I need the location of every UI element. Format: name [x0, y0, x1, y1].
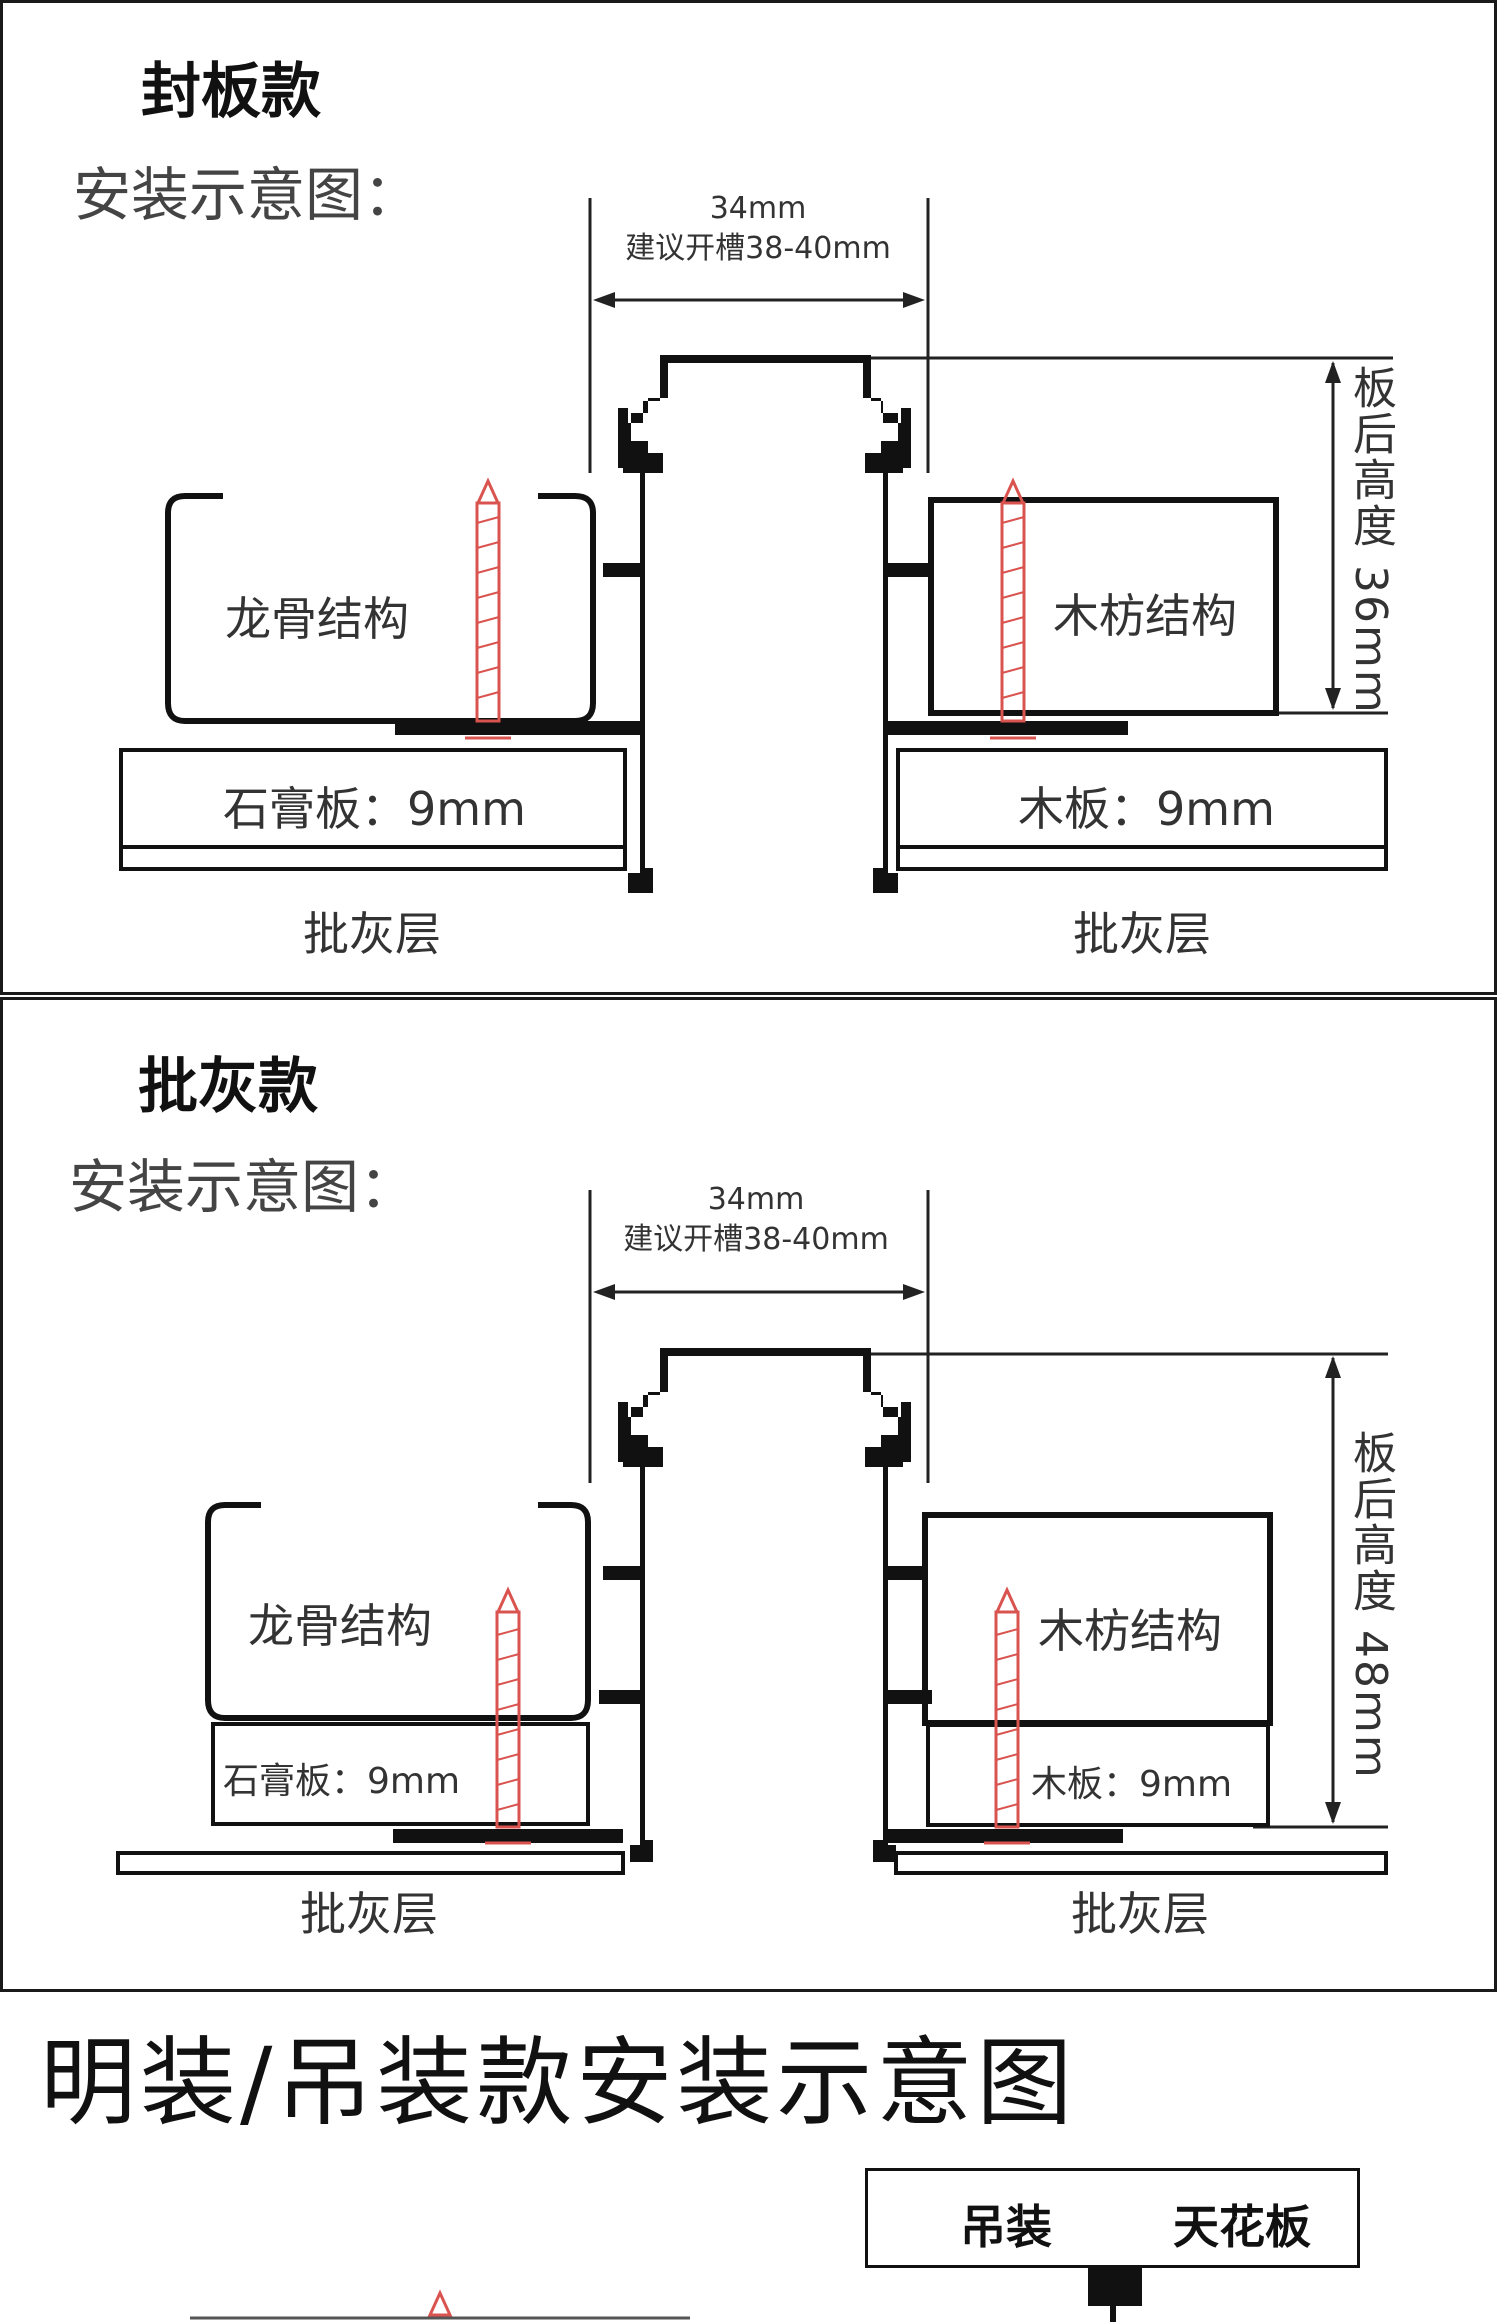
putty-label-right: 批灰层: [1073, 907, 1211, 961]
putty-label-left: 批灰层: [303, 907, 441, 961]
arrowhead-left-icon: [593, 1284, 615, 1300]
keel-structure: [165, 493, 596, 724]
arrowhead-up-icon: [1325, 361, 1341, 383]
keel-label: 龙骨结构: [248, 1599, 432, 1653]
page-title: 批灰款: [138, 1052, 318, 1122]
panel-putty: 批灰款 安装示意图： 34mm 建议开槽38-40mm 板后高度 48mm 龙骨…: [0, 997, 1497, 1992]
profile-clip-left: [618, 408, 628, 468]
panel-sealed-board: 封板款 安装示意图： 34mm 建议开槽38-40mm 板后高度 36mm 龙骨…: [0, 0, 1497, 995]
right-flange: [888, 721, 1128, 735]
page-title: 封板款: [141, 57, 321, 127]
hanger-rod: [1110, 2304, 1116, 2322]
surface-mount-title: 明装/吊装款安装示意图: [40, 2027, 1077, 2139]
dim-width-label: 34mm: [709, 191, 807, 226]
section-subtitle: 安装示意图：: [69, 1153, 418, 1221]
profile-clip-right: [901, 408, 911, 468]
left-flange: [393, 1829, 623, 1843]
wood-frame-structure: [928, 497, 1279, 716]
wood-board: [926, 1723, 1270, 1827]
wood-frame-label: 木枋结构: [1038, 1604, 1222, 1658]
arrowhead-up-icon: [1325, 1356, 1341, 1378]
putty-layer-right: [896, 845, 1388, 871]
arrowhead-right-icon: [903, 292, 925, 308]
profile-clip-left: [618, 1402, 628, 1462]
putty-layer-right: [894, 1851, 1388, 1875]
keel-label: 龙骨结构: [225, 592, 409, 646]
arrowhead-down-icon: [1325, 1802, 1341, 1824]
arrowhead-right-icon: [903, 1284, 925, 1300]
putty-label-left: 批灰层: [300, 1887, 438, 1941]
profile-tab-right: [888, 1566, 928, 1580]
gypsum-board: [119, 748, 627, 849]
putty-layer-left: [119, 845, 627, 871]
dim-height-label: 板后高度 48mm: [1345, 1430, 1396, 1780]
putty-label-right: 批灰层: [1071, 1887, 1209, 1941]
wood-board-label: 木板：9mm: [1018, 782, 1275, 836]
left-flange: [395, 721, 640, 735]
ceiling-label: 天花板: [1173, 2200, 1311, 2254]
gypsum-board-label: 石膏板：9mm: [223, 782, 526, 836]
wood-board: [896, 748, 1388, 849]
hanger-block: [1088, 2266, 1142, 2306]
dim-slot-label: 建议开槽38-40mm: [623, 1222, 889, 1257]
wood-board-label: 木板：9mm: [1031, 1764, 1233, 1805]
arrowhead-left-icon: [593, 292, 615, 308]
screw-icon-left: [485, 1586, 531, 1845]
gypsum-board: [211, 1722, 590, 1826]
screw-icon-left: [465, 477, 511, 740]
dim-height-label: 板后高度 36mm: [1345, 365, 1396, 715]
profile-tab-left: [603, 563, 643, 577]
profile-tab-left-low: [599, 1690, 643, 1704]
screw-icon-right: [990, 477, 1036, 740]
hanging-label: 吊装: [960, 2200, 1052, 2254]
arrowhead-down-icon: [1325, 688, 1341, 710]
aluminum-profile: [623, 1348, 903, 1862]
dim-slot-label: 建议开槽38-40mm: [625, 231, 891, 266]
profile-tab-right-low: [888, 1690, 932, 1704]
profile-clip-right: [901, 1402, 911, 1462]
right-flange: [888, 1829, 1123, 1843]
wood-frame-label: 木枋结构: [1053, 589, 1237, 643]
putty-layer-left: [116, 1851, 625, 1875]
aluminum-profile: [623, 355, 903, 893]
keel-structure: [205, 1502, 591, 1721]
screw-tip-icon: [427, 2289, 453, 2317]
dim-width-label: 34mm: [707, 1182, 805, 1217]
profile-tab-right: [888, 563, 928, 577]
ceiling-box: 吊装 天花板: [865, 2168, 1360, 2268]
section-subtitle: 安装示意图：: [73, 161, 422, 229]
diagram-sealed-board: [119, 198, 1393, 893]
gypsum-board-label: 石膏板：9mm: [223, 1761, 461, 1802]
diagram-putty: [116, 1190, 1388, 1875]
profile-tab-left: [603, 1566, 643, 1580]
screw-icon-right: [984, 1586, 1030, 1845]
